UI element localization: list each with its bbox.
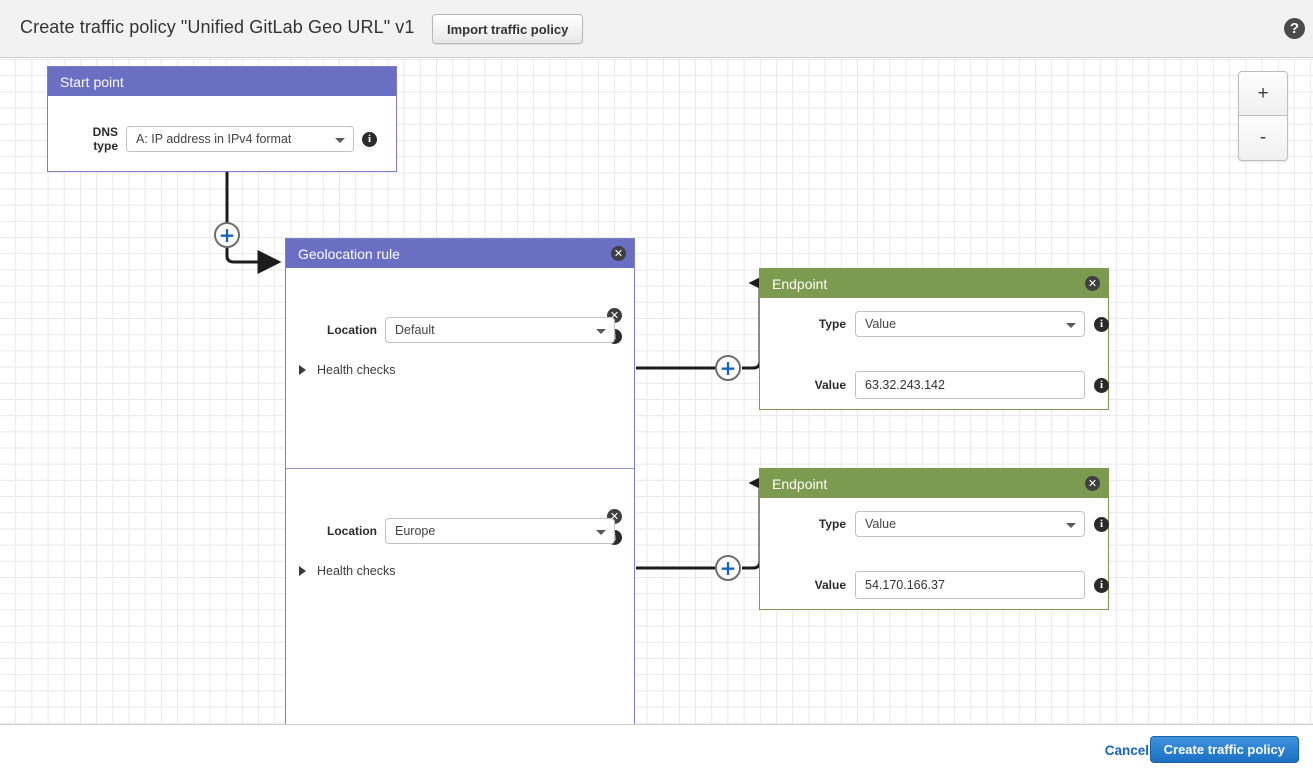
endpoint-2-type-row: Type Value i — [796, 511, 1109, 537]
cancel-button[interactable]: Cancel — [1104, 743, 1149, 758]
endpoint-2-type-label: Type — [818, 517, 846, 531]
geo-location-2-row: Location Europe — [311, 518, 615, 544]
health-checks-label-2: Health checks — [317, 564, 396, 578]
start-point-node: Start point DNS type A: IP address in IP… — [47, 66, 397, 172]
endpoint-1-value-text: 63.32.243.142 — [865, 378, 945, 392]
endpoint-1-value-info-icon[interactable]: i — [1094, 377, 1109, 393]
endpoint-1-type-row: Type Value i — [796, 311, 1109, 337]
geo-location-1-value: Default — [395, 323, 435, 337]
endpoint-2-type-value: Value — [865, 517, 897, 531]
triangle-right-icon — [299, 365, 306, 375]
endpoint-node-2: Endpoint ✕ Type Value i Value 54.170.166… — [759, 468, 1109, 610]
start-point-title: Start point — [60, 73, 124, 90]
endpoint-2-value-input[interactable]: 54.170.166.37 — [855, 571, 1085, 599]
zoom-out-button[interactable]: - — [1239, 116, 1287, 160]
connector-add-node-endpoint-1[interactable]: + — [715, 355, 741, 381]
geo-location-1-label: Location — [327, 323, 377, 337]
chevron-down-icon — [596, 530, 606, 535]
endpoint-2-value-text: 54.170.166.37 — [865, 578, 945, 592]
geo-location-1-select[interactable]: Default — [385, 317, 615, 343]
dns-type-label: DNS type — [92, 125, 118, 153]
dns-type-info-icon[interactable]: i — [362, 131, 377, 147]
close-icon[interactable]: ✕ — [1085, 276, 1100, 291]
endpoint-1-title: Endpoint — [772, 275, 828, 292]
endpoint-2-title: Endpoint — [772, 475, 828, 492]
endpoint-1-value-input[interactable]: 63.32.243.142 — [855, 371, 1085, 399]
geo-location-section-2: ✕ i Location Europe Health checks — [286, 468, 634, 668]
endpoint-1-type-label: Type — [818, 317, 846, 331]
health-checks-label-1: Health checks — [317, 363, 396, 377]
triangle-right-icon — [299, 566, 306, 576]
create-traffic-policy-button[interactable]: Create traffic policy — [1149, 736, 1299, 763]
chevron-down-icon — [1066, 323, 1076, 328]
chevron-down-icon — [596, 329, 606, 334]
health-checks-toggle-1[interactable]: Health checks — [299, 363, 396, 377]
endpoint-1-value-row: Value 63.32.243.142 i — [796, 371, 1109, 399]
endpoint-2-header: Endpoint ✕ — [760, 469, 1108, 498]
endpoint-2-value-info-icon[interactable]: i — [1094, 577, 1109, 593]
close-icon[interactable]: ✕ — [1085, 476, 1100, 491]
endpoint-2-value-label: Value — [814, 578, 846, 592]
connector-add-node-start[interactable]: + — [214, 222, 240, 248]
endpoint-2-type-select[interactable]: Value — [855, 511, 1085, 537]
chevron-down-icon — [335, 138, 345, 143]
health-checks-toggle-2[interactable]: Health checks — [299, 564, 396, 578]
start-point-header: Start point — [48, 67, 396, 96]
geo-location-2-label: Location — [327, 524, 377, 538]
geo-location-2-value: Europe — [395, 524, 436, 538]
connector-add-node-endpoint-2[interactable]: + — [715, 555, 741, 581]
dns-type-value: A: IP address in IPv4 format — [136, 132, 292, 146]
endpoint-1-type-value: Value — [865, 317, 897, 331]
top-bar: Create traffic policy "Unified GitLab Ge… — [0, 0, 1313, 58]
endpoint-1-type-select[interactable]: Value — [855, 311, 1085, 337]
policy-canvas[interactable]: + + + Start point DNS type A: IP address… — [0, 58, 1313, 725]
geolocation-rule-node: Geolocation rule ✕ ✕ i Location Default … — [285, 238, 635, 724]
endpoint-2-type-info-icon[interactable]: i — [1094, 516, 1109, 532]
page-title: Create traffic policy "Unified GitLab Ge… — [20, 17, 415, 37]
endpoint-2-value-row: Value 54.170.166.37 i — [796, 571, 1109, 599]
geo-location-section-1: ✕ i Location Default Health checks — [286, 268, 634, 468]
geolocation-rule-title: Geolocation rule — [298, 245, 400, 262]
footer-bar: Cancel Create traffic policy — [0, 725, 1313, 770]
endpoint-1-value-label: Value — [814, 378, 846, 392]
geolocation-rule-header: Geolocation rule ✕ — [286, 239, 634, 268]
endpoint-1-type-info-icon[interactable]: i — [1094, 316, 1109, 332]
dns-type-select[interactable]: A: IP address in IPv4 format — [126, 126, 354, 152]
zoom-controls: + - — [1238, 71, 1288, 161]
chevron-down-icon — [1066, 523, 1076, 528]
endpoint-1-header: Endpoint ✕ — [760, 269, 1108, 298]
geo-location-1-row: Location Default — [311, 317, 615, 343]
geo-location-2-select[interactable]: Europe — [385, 518, 615, 544]
import-traffic-policy-button[interactable]: Import traffic policy — [432, 14, 584, 44]
help-icon[interactable]: ? — [1284, 18, 1305, 39]
endpoint-node-1: Endpoint ✕ Type Value i Value 63.32.243.… — [759, 268, 1109, 410]
close-icon[interactable]: ✕ — [611, 246, 626, 261]
zoom-in-button[interactable]: + — [1239, 72, 1287, 116]
